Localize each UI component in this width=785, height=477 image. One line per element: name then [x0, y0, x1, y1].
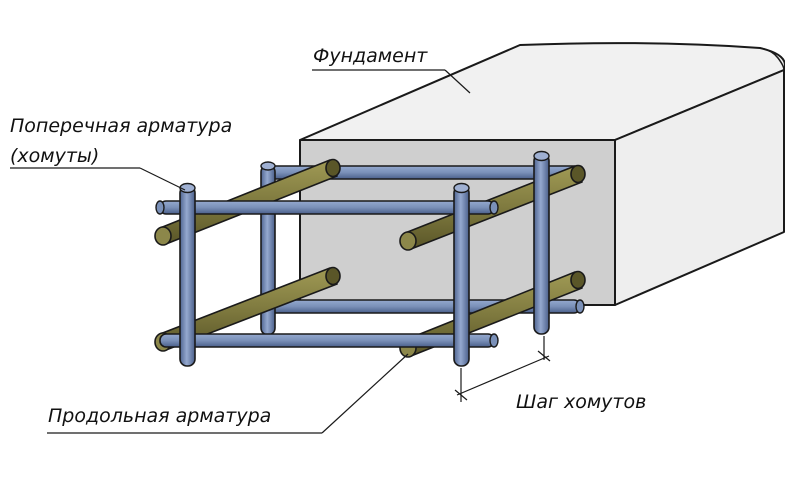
- dimension-tick-left: [454, 389, 468, 401]
- label-longitudinal: Продольная арматура: [48, 405, 272, 427]
- label-foundation: Фундамент: [313, 45, 428, 67]
- stirrup-end-cap: [489, 333, 499, 348]
- stirrup-vertical-rear-right: [533, 153, 550, 335]
- dimension-tick-right: [537, 350, 551, 362]
- stirrup-end-cap: [575, 299, 585, 314]
- foundation-break-line: [759, 47, 785, 71]
- stirrup-end-cap: [155, 200, 165, 215]
- front-stirrup-frames: [155, 150, 550, 367]
- label-transverse-line1: Поперечная арматура: [10, 115, 233, 137]
- stirrup-top-cap: [260, 161, 276, 171]
- label-transverse-line2: (хомуты): [10, 145, 100, 167]
- stirrup-top-cap: [533, 150, 550, 162]
- stirrup-bar-front-bottom: [159, 333, 495, 348]
- leader-longitudinal-arrow: [321, 353, 409, 434]
- annotation-lines: [10, 69, 551, 434]
- dimension-line: [456, 355, 550, 396]
- label-stirrup-step: Шаг хомутов: [516, 391, 647, 413]
- stirrup-top-cap: [453, 182, 470, 194]
- leader-foundation-arrow: [444, 69, 471, 94]
- stirrup-vertical-front-left: [179, 185, 196, 367]
- stirrup-vertical-front-middle: [453, 185, 470, 367]
- stirrup-bar-front-top: [159, 200, 495, 215]
- leader-transverse-arrow: [139, 167, 186, 191]
- stirrup-end-cap: [489, 200, 499, 215]
